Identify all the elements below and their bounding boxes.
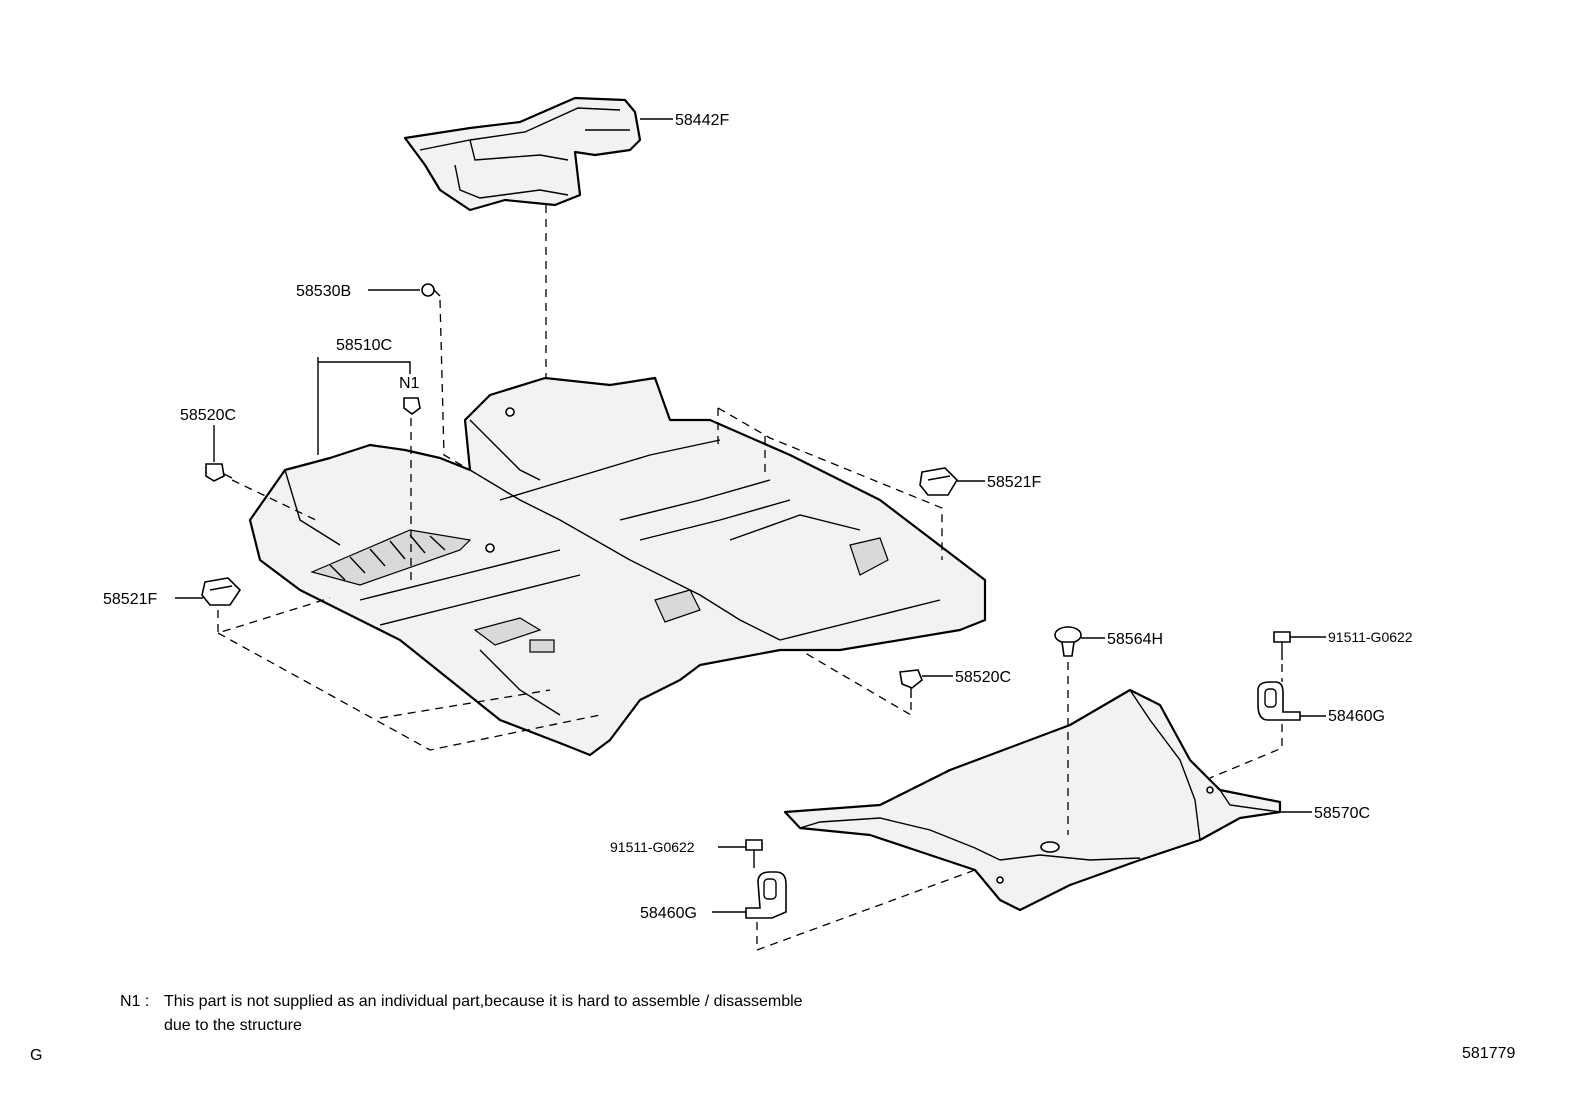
callout-58530B: 58530B [296, 283, 351, 300]
callout-N1: N1 [399, 375, 420, 392]
fastener-91511-G0622-right [1273, 631, 1291, 660]
fastener-58520C-left [205, 463, 233, 482]
callout-58460G-left: 58460G [640, 905, 697, 922]
footnote-line-1: This part is not supplied as an individu… [164, 993, 803, 1010]
callout-58520C-left: 58520C [180, 407, 236, 424]
part-58510C-floor-carpet [248, 376, 987, 757]
part-58570C-floor-cover [783, 688, 1282, 912]
callout-58521F-left: 58521F [103, 591, 157, 608]
callout-58520C-mid: 58520C [955, 669, 1011, 686]
fastener-58460G-left [745, 871, 787, 919]
fastener-58521F-right [919, 467, 959, 496]
callout-58570C: 58570C [1314, 805, 1370, 822]
callout-91511-G0622-right: 91511-G0622 [1328, 629, 1413, 645]
callout-58564H: 58564H [1107, 631, 1163, 648]
fastener-58460G-right [1257, 681, 1301, 721]
fastener-58520C-mid [899, 669, 923, 698]
footnote-marker: N1 : [120, 993, 150, 1010]
fastener-58530B [421, 283, 441, 297]
callout-58442F: 58442F [675, 112, 729, 129]
part-58442F-silencer [403, 96, 642, 212]
callout-58521F-right: 58521F [987, 474, 1041, 491]
fastener-91511-G0622-left [745, 839, 763, 868]
callout-58510C: 58510C [336, 337, 392, 354]
callout-58460G-right: 58460G [1328, 708, 1385, 725]
callout-91511-G0622-left: 91511-G0622 [610, 839, 695, 855]
footnote-line-2: due to the structure [164, 1017, 302, 1034]
corner-letter: G [30, 1047, 42, 1064]
fastener-N1 [403, 397, 421, 415]
illustration-number: 581779 [1462, 1045, 1515, 1062]
fastener-58521F-left [201, 577, 242, 606]
fastener-58564H [1054, 626, 1082, 657]
